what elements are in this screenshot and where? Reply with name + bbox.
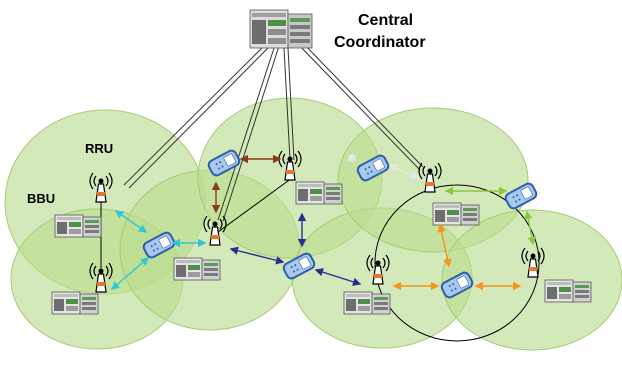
baseband-unit-icon <box>173 257 221 281</box>
fronthaul-link <box>295 41 421 171</box>
coverage-cell <box>441 209 622 351</box>
baseband-unit-icon <box>544 279 592 303</box>
fronthaul-link <box>298 38 424 168</box>
baseband-unit-icon <box>51 291 99 315</box>
cyan-arrow <box>114 210 148 233</box>
bbu-label: BBU <box>27 191 55 206</box>
navy-arrow <box>314 268 362 286</box>
fronthaul-link <box>128 42 274 189</box>
orange-arrow <box>437 223 452 268</box>
fronthaul-link <box>217 44 276 221</box>
fronthaul-link <box>287 47 295 161</box>
white-arrow <box>388 164 420 179</box>
coordinator-label-line2: Coordinator <box>334 34 426 51</box>
baseband-unit-icon <box>343 291 391 315</box>
baseband-unit-icon <box>432 202 480 226</box>
server-rack-icon <box>249 9 313 49</box>
fronthaul-link <box>123 39 271 186</box>
rru-label: RRU <box>85 141 113 156</box>
fronthaul-links <box>123 38 424 222</box>
coverage-cells <box>4 97 622 351</box>
fronthaul-link <box>222 45 280 222</box>
baseband-unit-icon <box>54 214 102 238</box>
coordinator-label-line1: Central <box>358 12 413 29</box>
baseband-unit-icon <box>295 181 343 205</box>
signal-arrows <box>110 153 536 291</box>
highlight-cell-outline <box>374 184 540 342</box>
cyan-arrow <box>110 257 150 290</box>
fronthaul-link <box>283 47 291 161</box>
lime-arrow <box>524 210 536 246</box>
rru-link <box>217 177 293 233</box>
white-arrow <box>346 153 358 163</box>
navy-arrow <box>229 246 285 265</box>
